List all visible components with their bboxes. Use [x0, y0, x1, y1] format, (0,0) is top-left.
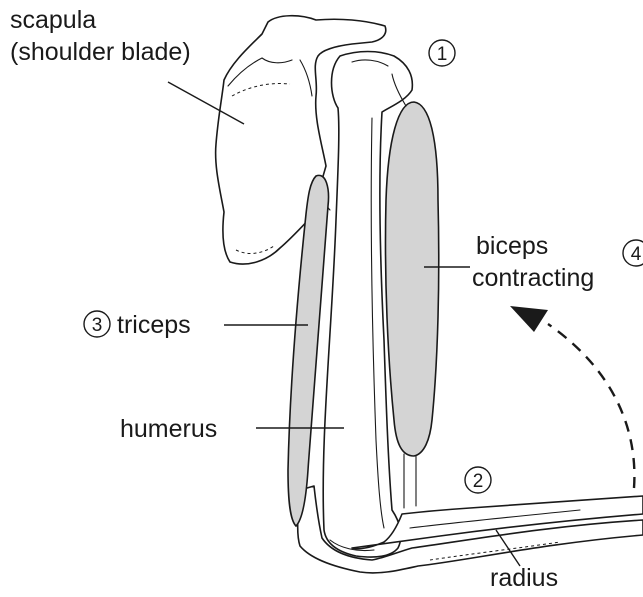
label-radius: radius: [490, 564, 558, 592]
marker-4: 4: [623, 240, 643, 266]
label-contracting: contracting: [472, 264, 594, 292]
marker-1: 1: [429, 40, 455, 66]
arrowhead-icon: [510, 306, 548, 332]
label-shoulder-blade: (shoulder blade): [10, 38, 191, 66]
label-scapula: scapula: [10, 6, 96, 34]
marker-2: 2: [465, 467, 491, 493]
svg-text:2: 2: [473, 471, 484, 492]
biceps-muscle: [385, 102, 438, 456]
svg-text:1: 1: [437, 44, 448, 65]
label-triceps: triceps: [117, 311, 191, 339]
forearm-movement-arrow: [548, 324, 634, 488]
label-biceps: biceps: [476, 232, 548, 260]
biceps-tendon-bottom: [404, 454, 416, 508]
marker-3: 3: [84, 311, 110, 337]
label-humerus: humerus: [120, 415, 217, 443]
svg-text:4: 4: [631, 244, 642, 265]
svg-text:3: 3: [92, 315, 103, 336]
